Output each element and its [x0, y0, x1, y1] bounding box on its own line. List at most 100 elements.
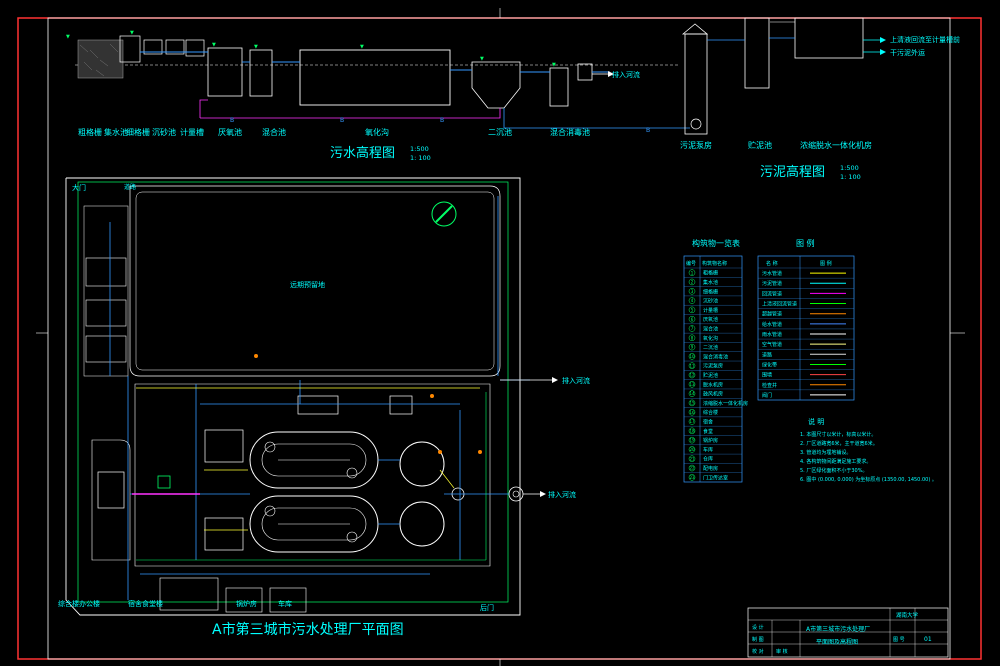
structure-row-number-circle: [688, 362, 696, 369]
title-block-sheet-no: 01: [924, 636, 932, 643]
structure-row-number: 22: [689, 466, 695, 471]
profile-label-disinfection: 混合消毒池: [550, 127, 590, 137]
bottom-label-garage: 车库: [278, 599, 292, 608]
svg-text:B: B: [440, 117, 444, 124]
structure-row-number-circle: [688, 427, 696, 435]
clarifier-1: [399, 441, 445, 487]
structure-row-number: 6: [691, 317, 694, 322]
structure-row-number: 14: [689, 391, 695, 396]
notes-title: 说 明: [808, 417, 824, 426]
reserve-area-label: 远期预留地: [290, 280, 325, 289]
structure-row-name: 宿舍: [703, 419, 713, 426]
legend-row-name: 超越管道: [762, 311, 782, 318]
sludge-note-dry: 干污泥外运: [890, 48, 925, 57]
svg-text:▼: ▼: [66, 34, 70, 40]
profile-label-anaerobic: 厌氧池: [218, 127, 242, 137]
note-line-4: 4. 各构筑物间距满足施工要求。: [800, 458, 871, 465]
note-line-2: 2. 厂区道路宽6米，主干道宽6米。: [800, 440, 878, 447]
structure-row-name: 浓缩脱水一体化机房: [703, 400, 748, 407]
structure-row-number-circle: [688, 325, 696, 332]
structure-row-number-circle: [688, 446, 696, 453]
svg-text:B: B: [340, 117, 344, 124]
structure-row-number-circle: [688, 390, 696, 397]
structure-row-number: 23: [689, 475, 695, 480]
structure-row-name: 鼓风机房: [703, 391, 723, 398]
bottom-label-boiler: 锅炉房: [236, 599, 257, 608]
structure-row-number: 10: [689, 354, 695, 359]
svg-text:▼: ▼: [130, 30, 134, 36]
profile-label-coarse-screen: 粗格栅: [78, 127, 102, 137]
note-line-6: 6. 图中 (0.000, 0.000) 为坐标原点 (1350.00, 145…: [800, 476, 937, 483]
title-block-sheet-label: 图 号: [893, 637, 905, 643]
structure-row-number-circle: [688, 408, 696, 416]
structure-row-name: 贮泥池: [703, 372, 718, 379]
legend-row-name: 检查井: [762, 382, 777, 389]
profile-label-collection-tank: 集水池: [104, 127, 128, 137]
structure-row-name: 氧化沟: [703, 335, 718, 342]
structure-row-number: 17: [689, 419, 695, 424]
profile-label-fine-screen: 细格栅: [126, 127, 150, 137]
structure-row-name: 锅炉房: [703, 437, 718, 444]
inner-frame: [47, 17, 951, 660]
site-outlet-label-2: 排入河流: [548, 490, 576, 499]
title-block-role-design: 设 计: [752, 624, 764, 631]
structure-row-number-circle: [688, 278, 696, 286]
profile-label-oxidation-ditch: 氧化沟: [365, 127, 389, 137]
legend-row-name: 污泥管道: [762, 280, 782, 287]
sludge-label-dewater: 浓缩脱水一体化机房: [800, 140, 872, 150]
structure-row-name: 车库: [703, 446, 713, 453]
title-block-drawing: 平面图及高程图: [816, 638, 858, 646]
structure-row-name: 厌氧池: [703, 316, 718, 323]
structure-row-number: 4: [691, 298, 694, 303]
structure-row-name: 综合楼: [703, 409, 718, 416]
structure-table-header-no: 编号: [686, 260, 696, 267]
structure-row-number: 16: [689, 410, 695, 415]
svg-text:▼: ▼: [254, 44, 258, 50]
structure-row-name: 集水池: [703, 279, 718, 286]
structure-row-name: 门卫传达室: [703, 474, 728, 481]
sludge-profile-scale: 1:500: [840, 164, 859, 172]
structure-row-name: 混合池: [703, 325, 718, 332]
structure-row-number: 15: [689, 401, 695, 406]
structure-row-name: 沉砂池: [703, 298, 718, 305]
structure-row-number: 11: [689, 363, 695, 368]
title-block: 湖南大学 A市第三城市污水处理厂 平面图及高程图 设 计 制 图 校 对 审 核…: [747, 607, 949, 658]
legend-title: 图 例: [796, 238, 815, 248]
svg-text:B: B: [646, 127, 650, 134]
legend: 图 例 名 称 图 例 污水管道污泥管道回流管道上清液回流管道超越管道给水管道雨…: [757, 238, 855, 401]
legend-row-name: 空气管道: [762, 341, 782, 348]
structure-row-name: 食堂: [703, 428, 713, 435]
svg-text:▼: ▼: [360, 44, 364, 50]
note-line-1: 1. 本图尺寸以米计，标高以米计。: [800, 431, 876, 438]
bottom-label-dorm: 宿舍食堂楼: [128, 599, 163, 608]
legend-row-name: 雨水管道: [762, 331, 782, 338]
structure-row-number-circle: [688, 436, 696, 444]
structure-row-number-circle: [688, 418, 696, 425]
structure-row-number: 9: [691, 345, 694, 350]
sewage-profile-title: 污水高程图: [330, 145, 395, 161]
svg-text:▼: ▼: [212, 42, 216, 48]
structure-row-number-circle: [688, 306, 696, 314]
structure-row-number-circle: [688, 399, 696, 407]
structure-row-name: 粗格栅: [703, 270, 718, 277]
profile-label-metering: 计量槽: [180, 127, 204, 137]
structure-row-name: 污泥泵房: [703, 363, 723, 370]
structure-row-number-circle: [688, 297, 696, 304]
sludge-label-pump: 污泥泵房: [680, 140, 712, 150]
structure-row-number-circle: [688, 455, 696, 462]
structure-row-number-circle: [688, 315, 696, 323]
site-plan: 远期预留地 大门 后门 道路: [58, 177, 590, 638]
note-line-5: 5. 厂区绿化面积不小于30%。: [800, 467, 867, 474]
sludge-profile: 上清液回流至计量槽前 干污泥外运 污泥泵房 贮泥池 浓缩脱水一体化机房 污泥高程…: [680, 17, 960, 181]
title-block-project: A市第三城市污水处理厂: [806, 625, 870, 633]
bottom-label-office: 综合楼办公楼: [58, 599, 100, 608]
structure-row-number: 1: [691, 270, 694, 275]
structure-row-number-circle: [688, 288, 696, 295]
notes: 说 明 1. 本图尺寸以米计，标高以米计。 2. 厂区道路宽6米，主干道宽6米。…: [800, 417, 937, 483]
title-block-role-check: 校 对: [752, 648, 764, 655]
reserve-area: [135, 191, 495, 371]
note-line-3: 3. 管道均为埋地铺设。: [800, 449, 851, 456]
